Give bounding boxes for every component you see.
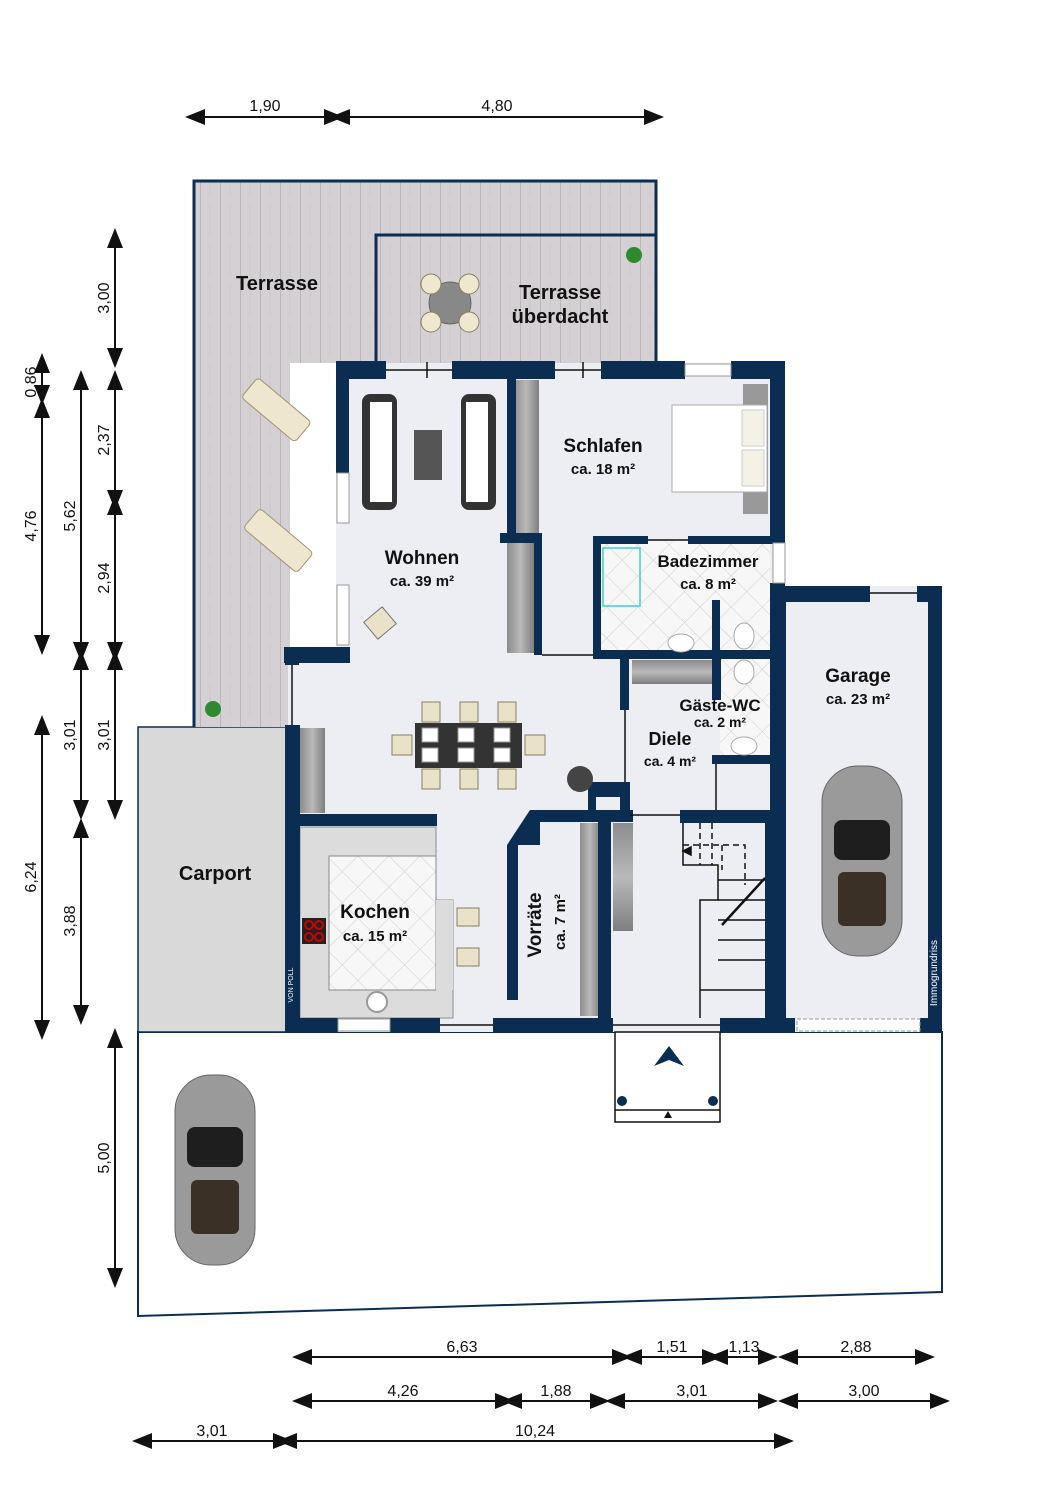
staircase [681, 823, 766, 1018]
driveway [137, 1031, 943, 1318]
shelves-pantry [580, 823, 600, 1016]
label-terrasse-ueberdacht-2: überdacht [512, 306, 609, 328]
bar-stool [456, 947, 480, 967]
entrance-porch [614, 1031, 721, 1123]
dim-left2-2: 3,01 [62, 719, 79, 750]
dim-left2-3: 3,88 [62, 905, 79, 936]
dining-table [391, 701, 546, 790]
cabinet-living [300, 728, 325, 813]
label-terrasse: Terrasse [236, 273, 318, 295]
doors [291, 362, 917, 1026]
dim-left3-4: 3,01 [96, 719, 113, 750]
terrace-deck-top [194, 181, 656, 363]
label-schlafen: Schlafen [563, 436, 642, 457]
kitchen-tiles [328, 855, 437, 991]
label-kochen: Kochen [340, 902, 410, 923]
sofa-right [461, 394, 496, 510]
area-schlafen: ca. 18 m² [571, 461, 635, 478]
dim-left1-1: 0,86 [23, 366, 40, 397]
area-vorraete: ca. 7 m² [552, 894, 569, 950]
logo: VON POLL [288, 967, 295, 1002]
dim-bottom3-2: 10,24 [515, 1423, 555, 1440]
dim-bottom1-4: 2,88 [840, 1339, 871, 1356]
dim-bottom1-1: 6,63 [446, 1339, 477, 1356]
car-driveway [174, 1074, 256, 1266]
wardrobe-diele [632, 660, 712, 684]
coffee-table [414, 430, 442, 480]
area-garage: ca. 23 m² [826, 691, 890, 708]
label-badezimmer: Badezimmer [657, 552, 758, 571]
dim-bottom1-3: 1,13 [728, 1339, 759, 1356]
area-kochen: ca. 15 m² [343, 928, 407, 945]
shower [602, 547, 641, 607]
walls [284, 361, 942, 1032]
sun-lounger [244, 509, 313, 572]
dim-bottom2-3: 3,01 [676, 1383, 707, 1400]
wardrobe-hall [613, 823, 633, 931]
windows [336, 363, 921, 1032]
toilet-icon [733, 622, 755, 650]
sun-lounger [242, 378, 311, 442]
dim-left3-5: 5,00 [96, 1142, 113, 1173]
dim-left1-3: 6,24 [23, 861, 40, 892]
label-vorraete: Vorräte [525, 892, 546, 957]
bar-stool [456, 907, 480, 927]
armchair [363, 606, 397, 640]
dimension-lines [34, 109, 950, 1449]
label-carport: Carport [179, 863, 252, 885]
watermark: Immogrundriss [929, 940, 940, 1006]
dim-left3-3: 2,94 [96, 562, 113, 593]
label-garage: Garage [825, 666, 890, 687]
area-wohnen: ca. 39 m² [390, 573, 454, 590]
dim-left3-2: 2,37 [96, 424, 113, 455]
dim-bottom2-2: 1,88 [540, 1383, 571, 1400]
wardrobe-bedroom [513, 380, 539, 533]
label-terrasse-ueberdacht-1: Terrasse [519, 282, 601, 304]
carport-area [137, 726, 289, 1033]
wardrobe-living [507, 543, 534, 653]
label-diele: Diele [648, 729, 691, 749]
sofa-left [362, 394, 397, 510]
area-diele: ca. 4 m² [644, 753, 696, 769]
patio-table [420, 273, 480, 333]
plant-icon [205, 701, 221, 717]
dim-top-2: 4,80 [481, 98, 512, 115]
dim-left1-2: 4,76 [23, 510, 40, 541]
plant-icon [626, 247, 642, 263]
dim-bottom3-1: 3,01 [196, 1423, 227, 1440]
area-gaeste-wc: ca. 2 m² [694, 714, 746, 730]
toilet-icon [733, 659, 755, 685]
double-bed [671, 384, 768, 514]
covered-terrace-outline [374, 233, 656, 363]
dim-left3-1: 3,00 [96, 282, 113, 313]
washbasin-icon [667, 633, 695, 653]
label-gaeste-wc: Gäste-WC [679, 696, 760, 715]
stove-icon [567, 766, 593, 792]
entrance-arrow-icon [654, 1046, 684, 1066]
car-garage [821, 765, 903, 957]
dim-top-1: 1,90 [249, 98, 280, 115]
area-badezimmer: ca. 8 m² [680, 576, 736, 593]
washbasin-icon [730, 736, 758, 756]
dim-bottom1-2: 1,51 [656, 1339, 687, 1356]
label-wohnen: Wohnen [385, 548, 460, 569]
dim-left2-1: 5,62 [62, 500, 79, 531]
sink-icon [366, 991, 388, 1013]
dim-bottom2-4: 3,00 [848, 1383, 879, 1400]
dim-bottom2-1: 4,26 [387, 1383, 418, 1400]
